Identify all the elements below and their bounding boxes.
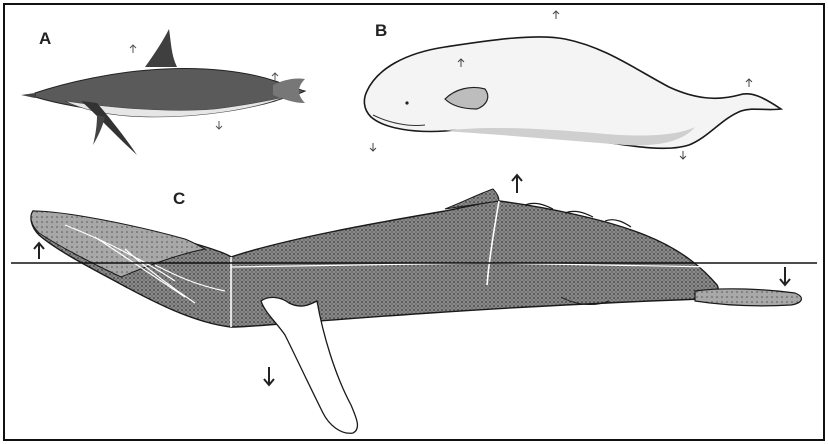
dolphin-dorsal-fin [145,29,177,67]
dolphin-illustration [21,29,305,155]
humpback-whale-illustration [11,175,817,433]
sperm-whale-illustration [364,11,781,159]
up-arrow-icon [130,45,136,53]
down-arrow-icon [216,121,222,129]
humpback-fluke [695,289,801,306]
diagram-canvas [5,5,823,439]
down-arrow-icon [780,267,790,285]
figure-frame: A B C [3,3,825,441]
down-arrow-icon [370,143,376,151]
up-arrow-icon [34,243,44,259]
down-arrow-icon [680,151,686,159]
up-arrow-icon [512,175,522,193]
down-arrow-icon [264,367,274,385]
up-arrow-icon [746,79,752,87]
dolphin-beak [21,93,35,98]
dolphin-body [35,69,305,115]
dolphin-pectoral-fin-2 [93,115,105,145]
up-arrow-icon [553,11,559,19]
sperm-whale-eye [405,101,408,104]
